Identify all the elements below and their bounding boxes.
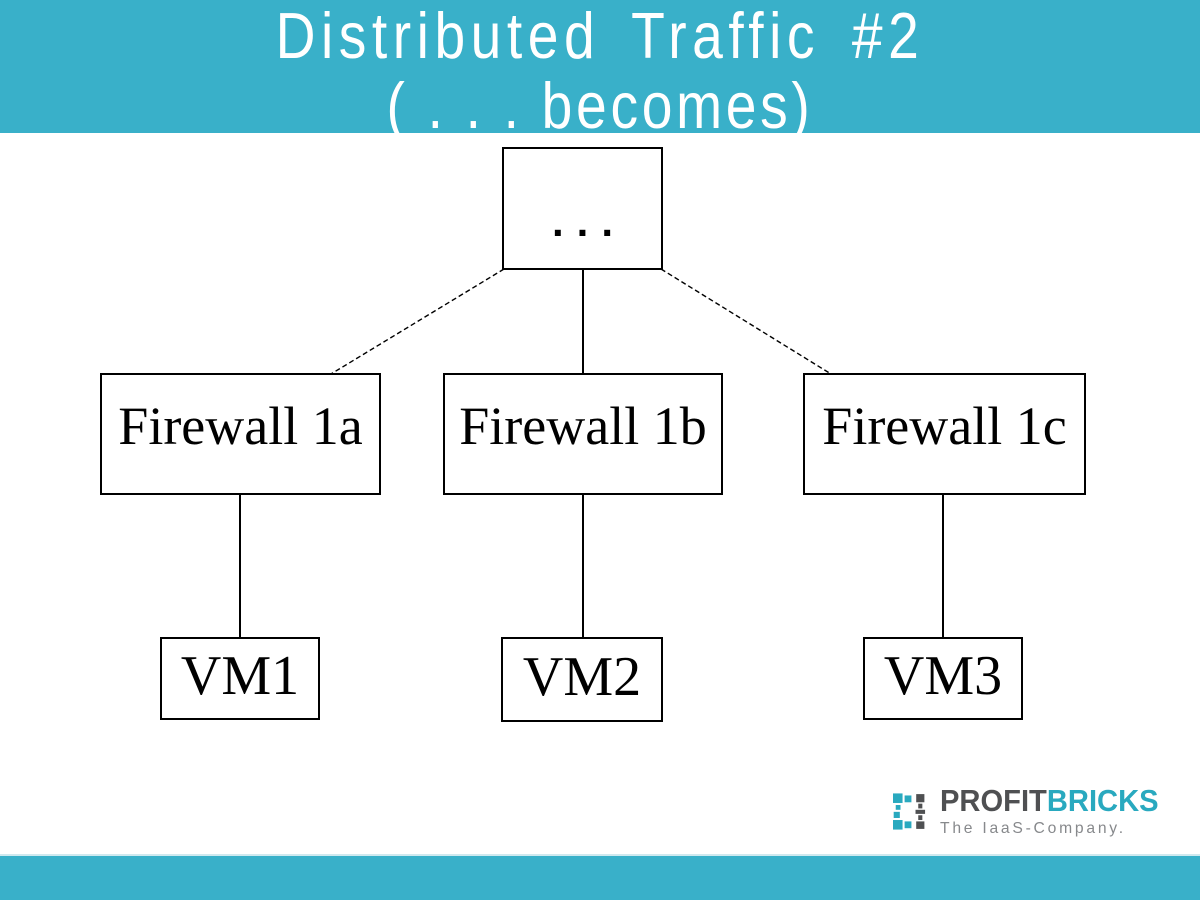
- title-line-1: Distributed Traffic #2: [275, 0, 925, 73]
- brand-name: PROFITBRICKS: [940, 785, 1159, 816]
- footer-bar: [0, 854, 1200, 900]
- node-firewall-1b: Firewall 1b: [443, 373, 723, 495]
- node-firewall-1a-label: Firewall 1a: [118, 396, 363, 456]
- node-vm2-label: VM2: [522, 645, 642, 708]
- node-vm1: VM1: [160, 637, 320, 720]
- node-firewall-1a: Firewall 1a: [100, 373, 381, 495]
- node-firewall-1b-label: Firewall 1b: [459, 396, 707, 456]
- logo-text: PROFITBRICKS The IaaS-Company.: [940, 785, 1173, 838]
- profitbricks-logo: PROFITBRICKS The IaaS-Company.: [893, 785, 1173, 843]
- profitbricks-logo-icon: [893, 793, 926, 830]
- node-firewall-1c: Firewall 1c: [803, 373, 1086, 495]
- node-vm3: VM3: [863, 637, 1023, 720]
- node-root-ellipsis: ...: [502, 147, 663, 270]
- brand-name-bricks: BRICKS: [1047, 783, 1160, 818]
- node-vm3-label: VM3: [883, 644, 1003, 707]
- page-title: Distributed Traffic #2 ( . . . becomes): [0, 0, 1200, 138]
- node-vm2: VM2: [501, 637, 663, 722]
- header-bar: Distributed Traffic #2 ( . . . becomes): [0, 0, 1200, 138]
- edge-root-to-firewall-1a: [330, 268, 505, 375]
- logo-tagline: The IaaS-Company.: [940, 820, 1127, 837]
- node-firewall-1c-label: Firewall 1c: [822, 396, 1067, 456]
- node-root-label: ...: [551, 197, 626, 245]
- title-line-2: ( . . . becomes): [386, 69, 814, 143]
- node-vm1-label: VM1: [180, 644, 300, 707]
- brand-name-profit: PROFIT: [940, 783, 1048, 818]
- edge-root-to-firewall-1c: [660, 268, 832, 375]
